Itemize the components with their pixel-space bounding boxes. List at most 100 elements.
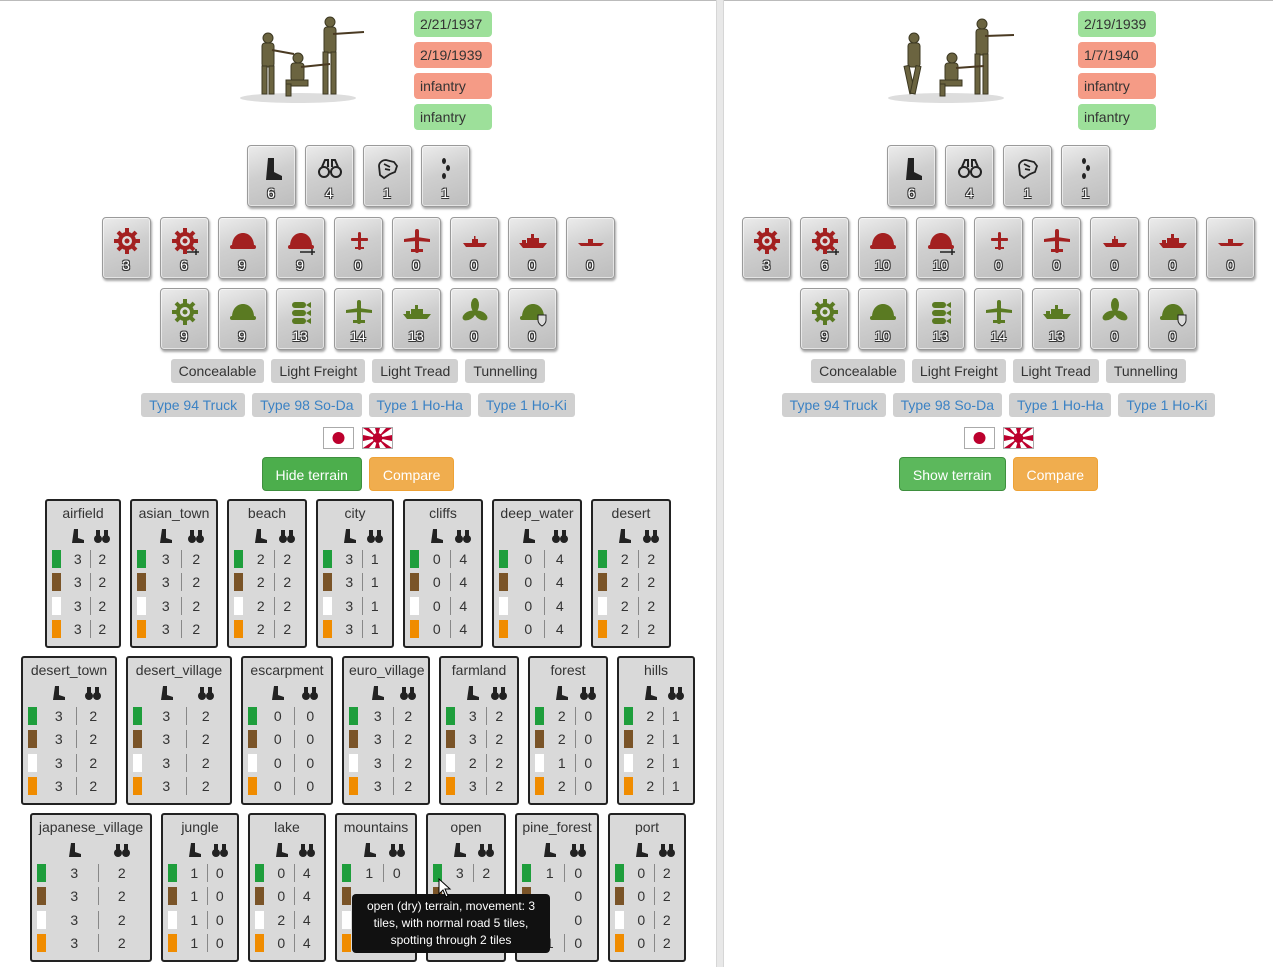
weather-row[interactable] — [342, 932, 410, 956]
stat-tile[interactable]: 9 — [275, 217, 325, 279]
stat-tile[interactable]: 0 — [391, 217, 441, 279]
stat-tile[interactable]: 3 — [742, 217, 791, 279]
stat-tile[interactable]: 0 — [1090, 288, 1139, 350]
compare-button[interactable]: Compare — [368, 457, 455, 491]
stat-tile[interactable]: 3 — [101, 217, 151, 279]
stat-tile[interactable]: 1 — [420, 145, 470, 207]
stat-tile[interactable]: 0 — [449, 288, 499, 350]
stat-tile[interactable]: 13 — [916, 288, 965, 350]
stat-tile[interactable]: 10 — [858, 217, 907, 279]
stat-tile[interactable]: 6 — [246, 145, 296, 207]
stat-tile[interactable]: 13 — [391, 288, 441, 350]
stat-tile[interactable]: 0 — [1148, 217, 1197, 279]
stat-tile[interactable]: 9 — [217, 288, 267, 350]
stat-tile[interactable]: 10 — [916, 217, 965, 279]
transport-link[interactable]: Type 1 Ho-Ki — [477, 393, 575, 417]
stat-tile[interactable]: 0 — [974, 217, 1023, 279]
transport-link[interactable]: Type 98 So-Da — [252, 393, 362, 417]
transport-link[interactable]: Type 1 Ho-Ha — [368, 393, 471, 417]
stat-tile[interactable]: 0 — [449, 217, 499, 279]
stat-tile[interactable]: 13 — [275, 288, 325, 350]
transport-link[interactable]: Type 94 Truck — [781, 393, 886, 417]
panel-divider[interactable] — [716, 0, 724, 967]
stat-tile[interactable]: 0 — [1032, 217, 1081, 279]
stat-tile[interactable]: 14 — [333, 288, 383, 350]
stat-tile[interactable]: 6 — [800, 217, 849, 279]
stat-tile[interactable]: 0 — [333, 217, 383, 279]
stat-tile[interactable]: 9 — [159, 288, 209, 350]
stat-tile[interactable]: 4 — [945, 145, 994, 207]
stat-tile[interactable]: 0 — [507, 288, 557, 350]
weather-row[interactable] — [342, 908, 410, 932]
stat-tile[interactable]: 6 — [887, 145, 936, 207]
weather-row[interactable] — [342, 885, 410, 909]
transport-link[interactable]: Type 94 Truck — [141, 393, 246, 417]
